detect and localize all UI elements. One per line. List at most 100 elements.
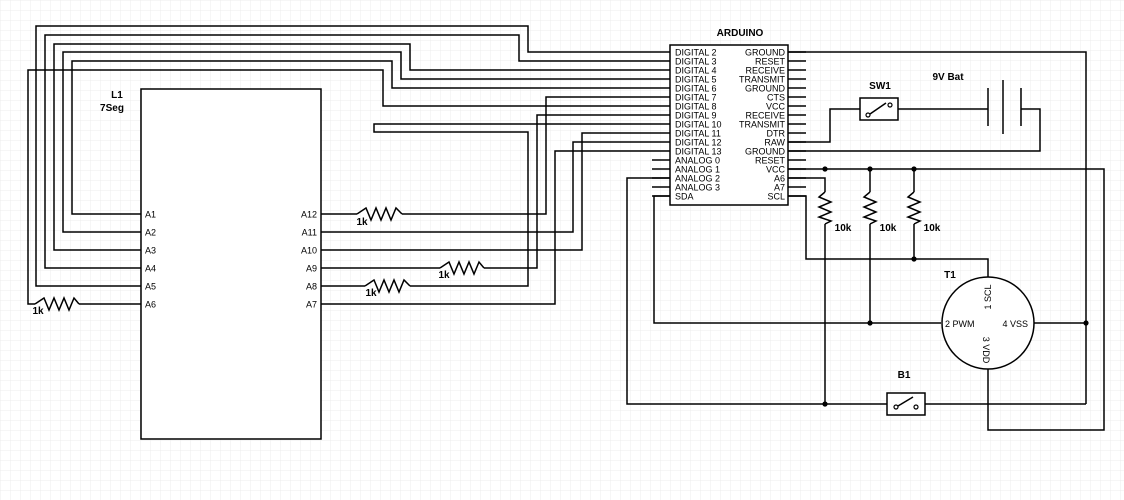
wire-ground-vss	[788, 51, 1087, 404]
display-left-pin-label: A4	[145, 264, 156, 274]
sensor-pin3-label: 3 VDD	[981, 337, 991, 364]
wire-battery-ground	[788, 108, 1041, 152]
arduino-right-pin-label: RECEIVE	[745, 111, 785, 121]
display-right-pin-label: A9	[306, 264, 317, 274]
resistor-a8-label: 1k	[365, 288, 377, 299]
display-type: 7Seg	[100, 103, 124, 114]
arduino-left-pin-label: SDA	[675, 192, 694, 202]
display-right-pin-label: A11	[302, 228, 317, 238]
arduino-left-pin-label: ANALOG 0	[675, 156, 720, 166]
arduino-right-pin-label: DTR	[767, 129, 786, 139]
display-ref: L1	[111, 90, 123, 101]
arduino-right-pin-label: TRANSMIT	[739, 75, 786, 85]
button-b1[interactable]: B1	[886, 370, 926, 416]
resistor-a12-label: 1k	[356, 217, 368, 228]
wires-sensor	[626, 168, 1105, 431]
wire-d4-a3	[53, 43, 670, 251]
resistor-pullup-1-label: 10k	[835, 223, 852, 234]
resistor-a9-label: 1k	[438, 270, 450, 281]
arduino-right-pin-label: TRANSMIT	[739, 120, 786, 130]
arduino-left-pin-label: DIGITAL 4	[675, 66, 717, 76]
button-b1-ref: B1	[898, 370, 911, 381]
battery-label: 9V Bat	[932, 72, 964, 83]
wire-raw-switch	[788, 108, 860, 143]
wire-d8-a6	[27, 69, 670, 305]
arduino-right-pin-label: A7	[774, 183, 785, 193]
wire-d10-a8	[373, 123, 670, 287]
switch-sw1-ref: SW1	[869, 81, 891, 92]
wire-d2-a5	[35, 25, 670, 287]
arduino-right-pin-label: RAW	[764, 138, 785, 148]
arduino-right-pin-label: GROUND	[745, 84, 785, 94]
resistor-a12[interactable]: 1k	[356, 206, 403, 228]
arduino-left-pin-label: DIGITAL 13	[675, 147, 722, 157]
arduino-right-pin-label: CTS	[767, 93, 785, 103]
resistor-pullup-1[interactable]: 10k	[816, 191, 852, 234]
wire-d9-a9	[484, 114, 670, 269]
wire-d6-a1	[71, 60, 670, 215]
wire-analog3-button	[626, 177, 887, 405]
display-right-pin-label: A10	[301, 246, 317, 256]
arduino-right-pin-label: RECEIVE	[745, 66, 785, 76]
arduino-right-pin-label: A6	[774, 174, 785, 184]
display-right-pin-label: A7	[306, 300, 317, 310]
arduino-right-pin-label: VCC	[766, 102, 786, 112]
resistor-pullup-3-label: 10k	[924, 223, 941, 234]
arduino-left-pin-label: DIGITAL 7	[675, 93, 717, 103]
resistor-pullup-2[interactable]: 10k	[861, 191, 897, 234]
arduino-right-pin-label: RESET	[755, 156, 786, 166]
arduino-left-pin-label: DIGITAL 6	[675, 84, 717, 94]
display-left-pin-label: A2	[145, 228, 156, 238]
arduino-left-pin-label: DIGITAL 5	[675, 75, 717, 85]
arduino-left-pin-label: DIGITAL 9	[675, 111, 717, 121]
arduino-right-pin-label: GROUND	[745, 147, 785, 157]
display-left-pin-label: A6	[145, 300, 156, 310]
sensor-pin4-label: 4 VSS	[1002, 319, 1028, 329]
wire-vcc-rail	[788, 168, 1105, 431]
arduino-left-pin-label: ANALOG 3	[675, 183, 720, 193]
arduino-left-pin-label: DIGITAL 8	[675, 102, 717, 112]
display-left-pin-label: A5	[145, 282, 156, 292]
resistor-a6[interactable]: 1k	[32, 296, 80, 317]
wires-power	[788, 51, 1087, 404]
battery-9v[interactable]: 9V Bat	[932, 72, 1022, 134]
sensor-pin1-label: 1 SCL	[983, 284, 993, 309]
arduino-title: ARDUINO	[717, 28, 764, 39]
wire-d5-a2	[62, 51, 670, 233]
arduino-right-pin-label: SCL	[767, 192, 785, 202]
display-left-pin-label: A1	[145, 210, 156, 220]
arduino-left-pin-label: ANALOG 2	[675, 174, 720, 184]
sensor-pin2-label: 2 PWM	[945, 319, 975, 329]
arduino-right-pin-label: RESET	[755, 57, 786, 67]
arduino-left-pin-label: ANALOG 1	[675, 165, 720, 175]
wire-d13-a7	[321, 150, 670, 305]
arduino-right-pin-label: GROUND	[745, 48, 785, 58]
junction-dots	[822, 166, 1089, 407]
arduino-left-pin-label: DIGITAL 11	[675, 129, 721, 139]
arduino-left-pin-label: DIGITAL 2	[675, 48, 717, 58]
wire-d3-a4	[44, 34, 670, 269]
arduino-right-pin-labels: GROUNDRESETRECEIVETRANSMITGROUNDCTSVCCRE…	[739, 48, 786, 202]
sensor-ref: T1	[944, 270, 956, 281]
wire-d12-a11	[321, 141, 670, 233]
resistor-pullup-3[interactable]: 10k	[905, 191, 941, 234]
arduino-right-pin-label: VCC	[766, 165, 786, 175]
arduino-left-pin-label: DIGITAL 3	[675, 57, 717, 67]
wire-d7-a12	[402, 96, 670, 215]
resistor-a9[interactable]: 1k	[438, 260, 485, 281]
display-right-pin-label: A12	[301, 210, 317, 220]
resistor-a8[interactable]: 1k	[364, 278, 411, 299]
wires-display-right	[321, 96, 670, 305]
resistor-pullup-2-label: 10k	[880, 223, 897, 234]
display-right-pin-label: A8	[306, 282, 317, 292]
resistor-a6-label: 1k	[32, 306, 44, 317]
wire-a6-pull1	[788, 177, 826, 192]
wire-d11-a10	[321, 132, 670, 251]
arduino-left-pin-label: DIGITAL 10	[675, 120, 722, 130]
sensor-t1[interactable]: T1 1 SCL 2 PWM 3 VDD 4 VSS	[941, 270, 1035, 370]
